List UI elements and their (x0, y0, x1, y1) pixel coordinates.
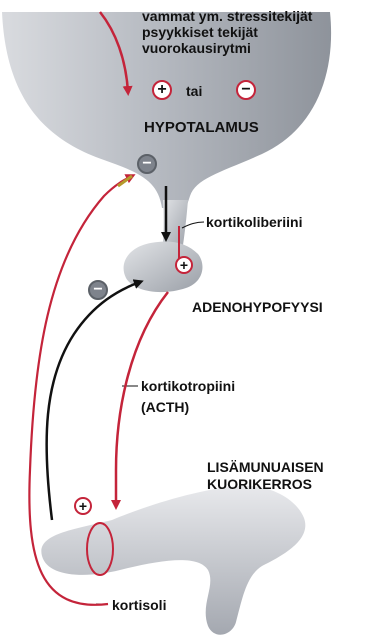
acth-label: kortikotropiini (141, 379, 235, 393)
adrenal-label-1: LISÄMUNUAISEN (207, 460, 324, 474)
or-label: tai (186, 84, 202, 98)
hypothalamus-minus-icon: − (137, 154, 157, 174)
adrenal-label-2: KUORIKERROS (207, 477, 312, 491)
adrenal-plus-icon: + (74, 497, 92, 515)
acth-abbrev-label: (ACTH) (141, 400, 189, 414)
cortisol-feedback-pituitary (47, 282, 140, 520)
hypothalamus-contact-mark (118, 176, 132, 186)
pituitary-plus-icon: + (175, 256, 193, 274)
cortisol-label: kortisoli (112, 598, 166, 612)
stimulus-label-1: vammat ym. stressitekijät (142, 9, 312, 23)
stimulus-label-3: vuorokausirytmi (142, 41, 251, 55)
hypothalamus-label: HYPOTALAMUS (144, 120, 259, 135)
crh-label: kortikoliberiini (206, 215, 302, 229)
pituitary-minus-icon: − (88, 280, 108, 300)
adenohypophysis-label: ADENOHYPOFYYSI (192, 300, 323, 314)
stimulus-minus-icon: − (236, 80, 256, 100)
stimulus-plus-icon: + (152, 80, 172, 100)
stimulus-label-2: psyykkiset tekijät (142, 25, 258, 39)
